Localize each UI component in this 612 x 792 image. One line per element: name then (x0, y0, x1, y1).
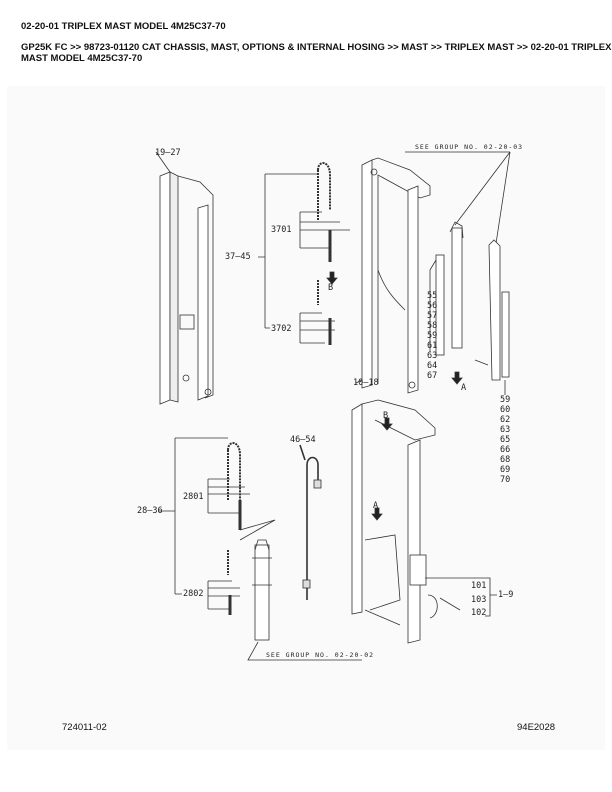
label-hose-46-54: 46—54 (290, 435, 316, 445)
part-number: 61 (427, 341, 438, 351)
outer-mast-drawing (351, 399, 497, 644)
part-number: 62 (500, 415, 511, 425)
parts-diagram-panel (7, 86, 605, 750)
part-number: 55 (427, 291, 438, 301)
label-part-101: 101 (471, 581, 487, 591)
cylinder-left-part-list: 55 56 57 58 59 61 63 64 67 (427, 292, 437, 382)
label-see-group-bottom: SEE GROUP NO. 02-20-02 (266, 651, 375, 659)
drawing-code-left: 724011-02 (62, 722, 107, 733)
part-number: 69 (500, 465, 511, 475)
part-number: 60 (500, 405, 511, 415)
label-outer-rail: 19—27 (155, 148, 181, 158)
label-hose-3701: 3701 (271, 225, 292, 235)
page-title: 02-20-01 TRIPLEX MAST MODEL 4M25C37-70 (21, 21, 226, 32)
part-number: 67 (427, 371, 438, 381)
label-part-1-9: 1—9 (498, 590, 514, 600)
label-hose-2801: 2801 (183, 492, 204, 502)
label-see-group-top: SEE GROUP NO. 02-20-03 (415, 143, 524, 151)
part-number: 63 (427, 351, 438, 361)
label-hose-2802: 2802 (183, 589, 204, 599)
part-number: 68 (500, 455, 511, 465)
part-number: 59 (500, 395, 511, 405)
label-arrow-b-bottom: B (383, 411, 389, 421)
part-number: 65 (500, 435, 511, 445)
hose-set-upper-drawing (258, 162, 350, 345)
breadcrumb: GP25K FC >> 98723-01120 CAT CHASSIS, MAS… (21, 42, 612, 53)
part-number: 63 (500, 425, 511, 435)
inner-mast-drawing (355, 151, 511, 394)
label-hose-set-lower: 28—36 (137, 506, 163, 516)
label-arrow-a-bottom: A (373, 501, 379, 511)
outer-rail-drawing (155, 151, 214, 405)
label-part-103: 103 (471, 595, 487, 605)
part-number: 66 (500, 445, 511, 455)
drawing-code-right: 94E2028 (517, 722, 556, 733)
label-hose-set-upper: 37—45 (225, 252, 251, 262)
label-arrow-b-top: B (328, 283, 334, 293)
hose-set-lower-drawing (158, 437, 362, 661)
hose-46-54-drawing (299, 444, 322, 600)
breadcrumb-continued: MAST MODEL 4M25C37-70 (21, 53, 143, 64)
label-inner-mast: 10—18 (353, 378, 379, 388)
label-hose-3702: 3702 (271, 324, 292, 334)
label-part-102: 102 (471, 608, 487, 618)
part-number: 58 (427, 321, 438, 331)
part-number: 64 (427, 361, 438, 371)
label-arrow-a-top: A (461, 383, 467, 393)
lift-cylinders-drawing (429, 221, 510, 395)
part-number: 70 (500, 475, 511, 485)
cylinder-right-part-list: 59 60 62 63 65 66 68 69 70 (500, 396, 510, 486)
part-number: 59 (427, 331, 438, 341)
part-number: 56 (427, 301, 438, 311)
part-number: 57 (427, 311, 438, 321)
